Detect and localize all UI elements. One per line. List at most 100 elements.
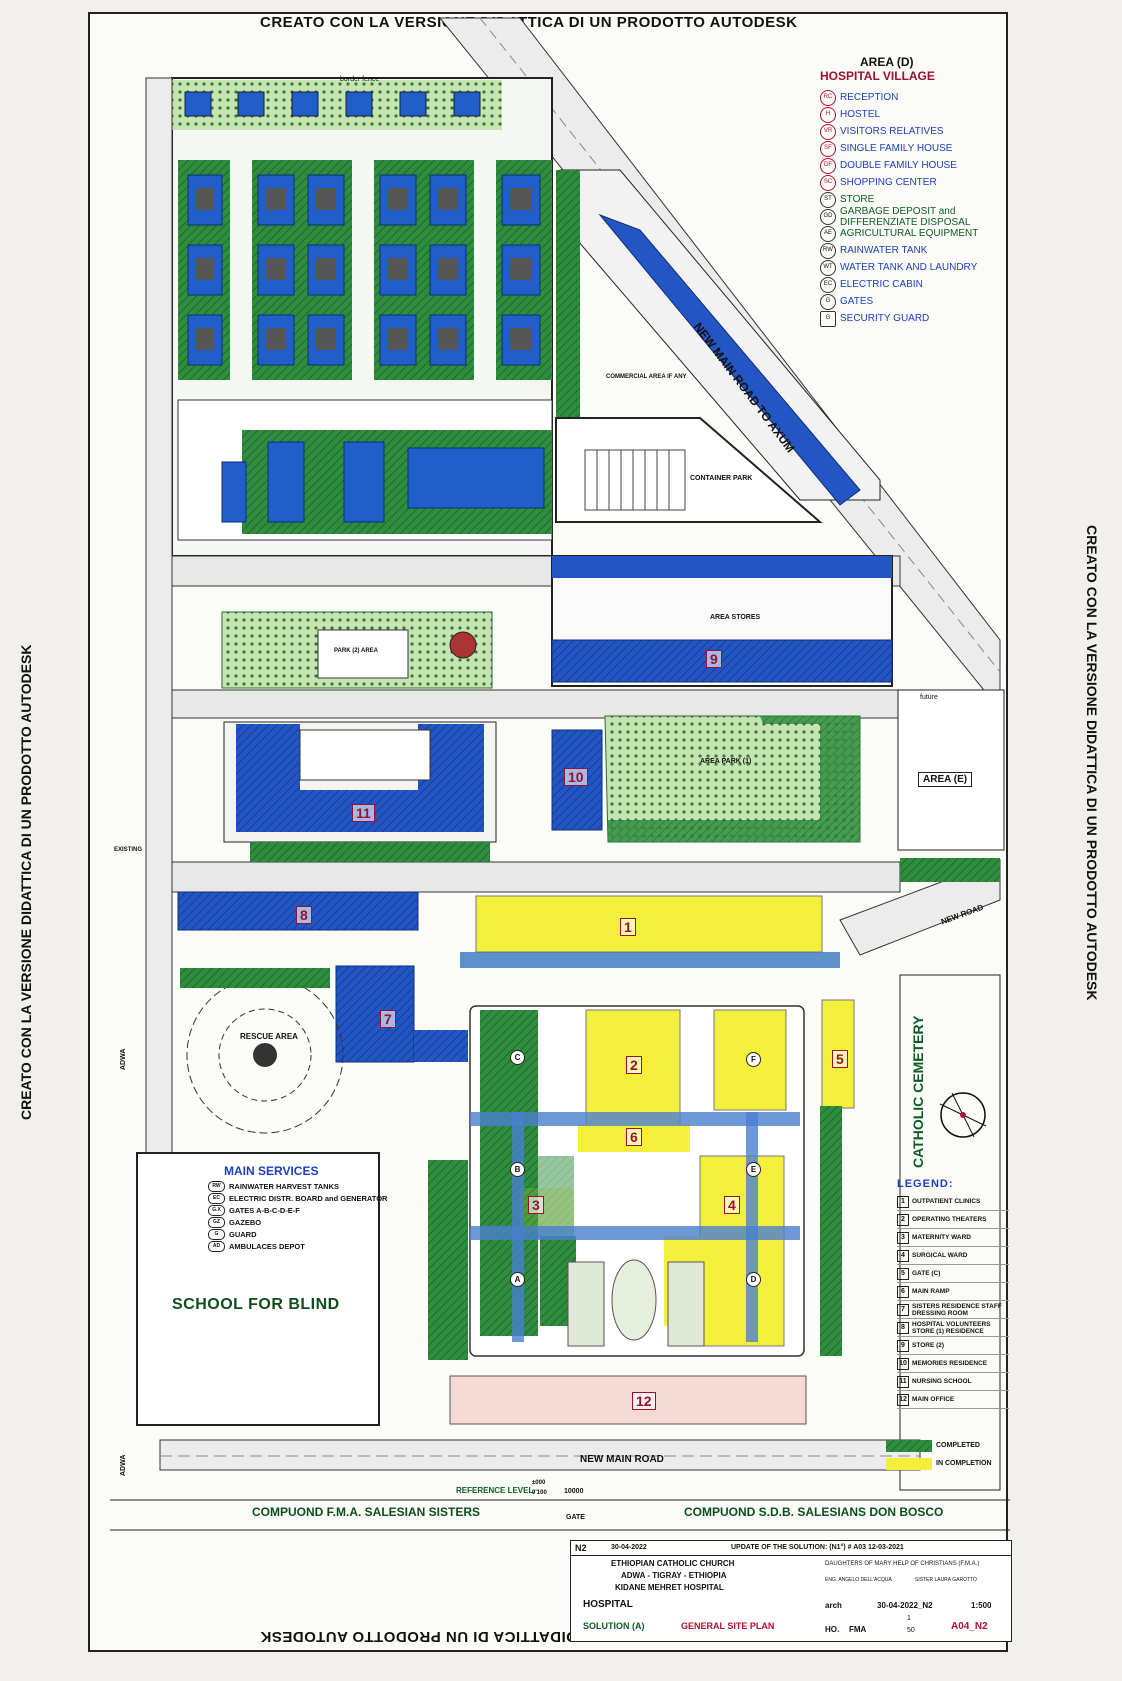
compound-sdb-label: COMPUOND S.D.B. SALESIANS DON BOSCO [684,1505,944,1519]
block-number: 6 [626,1128,642,1146]
checked-by: SISTER LAURA GAROTTO [915,1577,977,1583]
legend-code-label: RAINWATER TANK [840,245,928,256]
legend-code-badge: SF [820,140,836,157]
service-code-badge: RW [208,1180,225,1192]
project-name: HOSPITAL [583,1599,633,1610]
drawing-number: A04_N2 [951,1621,988,1632]
reference-value-bottom: 9'100 [532,1490,547,1496]
legend-number: 12 [897,1393,909,1406]
hospital-village-item: G SECURITY GUARD [820,310,1000,327]
hospital-village-title: HOSPITAL VILLAGE [820,69,935,83]
block-number: 2 [626,1056,642,1074]
church-name: ETHIOPIAN CATHOLIC CHURCH [611,1559,735,1568]
block-number: 3 [528,1196,544,1214]
main-service-item: G.X GATES A-B-C-D-E-F [208,1204,387,1216]
in-completion-label: IN COMPLETION [936,1460,992,1467]
legend-label: SURGICAL WARD [912,1252,968,1259]
legend-code-label: ELECTRIC CABIN [840,279,923,290]
new-main-road-label: NEW MAIN ROAD [580,1454,664,1465]
scale: 1:500 [971,1601,992,1610]
service-code-badge: G.X [208,1204,225,1216]
legend-code-badge: RW [820,242,836,259]
legend-code-label: VISITORS RELATIVES [840,126,944,137]
legend-code-label: SHOPPING CENTER [840,177,937,188]
ref-10000-label: 10000 [564,1488,584,1495]
legend-title: LEGEND: [897,1178,954,1190]
service-label: GATES A-B-C-D-E-F [229,1205,300,1215]
completed-label: COMPLETED [936,1442,980,1449]
school-for-blind-plot [136,1152,380,1426]
border-fence-label: border fence [340,76,380,83]
sheet-date: 30-04-2022 [611,1544,647,1551]
legend-label: MATERNITY WARD [912,1234,971,1241]
legend-number: 4 [897,1249,909,1262]
legend-label: NURSING SCHOOL [912,1378,972,1385]
legend-number: 6 [897,1285,909,1298]
sheet-number: 1 [907,1615,911,1622]
hospital-name: KIDANE MEHRET HOSPITAL [615,1583,724,1592]
legend-code-badge: G [820,310,836,327]
legend-code-badge: DF [820,157,836,174]
compound-fma-label: COMPUOND F.M.A. SALESIAN SISTERS [252,1505,481,1519]
service-code-badge: G [208,1228,225,1240]
area-e-label: AREA (E) [918,772,973,787]
area-stores-label: AREA STORES [710,614,761,621]
legend-number: 11 [897,1375,909,1388]
commercial-area-label: COMMERCIAL AREA IF ANY [606,374,687,380]
service-label: AMBULACES DEPOT [229,1241,305,1251]
gate-marker: F [746,1052,761,1067]
block-number: 1 [620,918,636,936]
adwa-label-bottom: ADWA [120,1454,127,1476]
block-number: 5 [832,1050,848,1068]
solution-name: SOLUTION (A) [583,1621,645,1631]
block-number: 11 [352,804,375,822]
legend-code-badge: RC [820,89,836,106]
update-note: UPDATE OF THE SOLUTION: (N1°) # A03 12-0… [731,1544,904,1551]
existing-label: EXISTING [114,847,143,853]
legend-label: MAIN RAMP [912,1288,950,1295]
school-for-blind-label: SCHOOL FOR BLIND [172,1296,340,1313]
legend-code-badge: AE [820,225,836,242]
legend-code-badge: H [820,106,836,123]
quantity: 50 [907,1627,915,1634]
block-number: 4 [724,1196,740,1214]
client-name: DAUGHTERS OF MARY HELP OF CHRISTIANS (F.… [825,1561,980,1567]
legend-label: GATE (C) [912,1270,941,1277]
future-label: future [920,694,938,701]
legend-code-label: SECURITY GUARD [840,313,930,324]
gate-marker: B [510,1162,525,1177]
legend-number: 1 [897,1195,909,1208]
gate-label: GATE [566,1514,585,1521]
reference-value-top: ±000 [532,1480,546,1486]
legend-code-badge: VR [820,123,836,140]
legend-code-badge: WT [820,259,836,276]
legend-label: STORE (2) [912,1342,945,1349]
date-code: 30-04-2022_N2 [877,1601,933,1610]
sheet-code: N2 [575,1543,587,1553]
service-label: ELECTRIC DISTR. BOARD and GENERATOR [229,1193,388,1203]
legend-label: MEMORIES RESIDENCE [912,1360,988,1367]
